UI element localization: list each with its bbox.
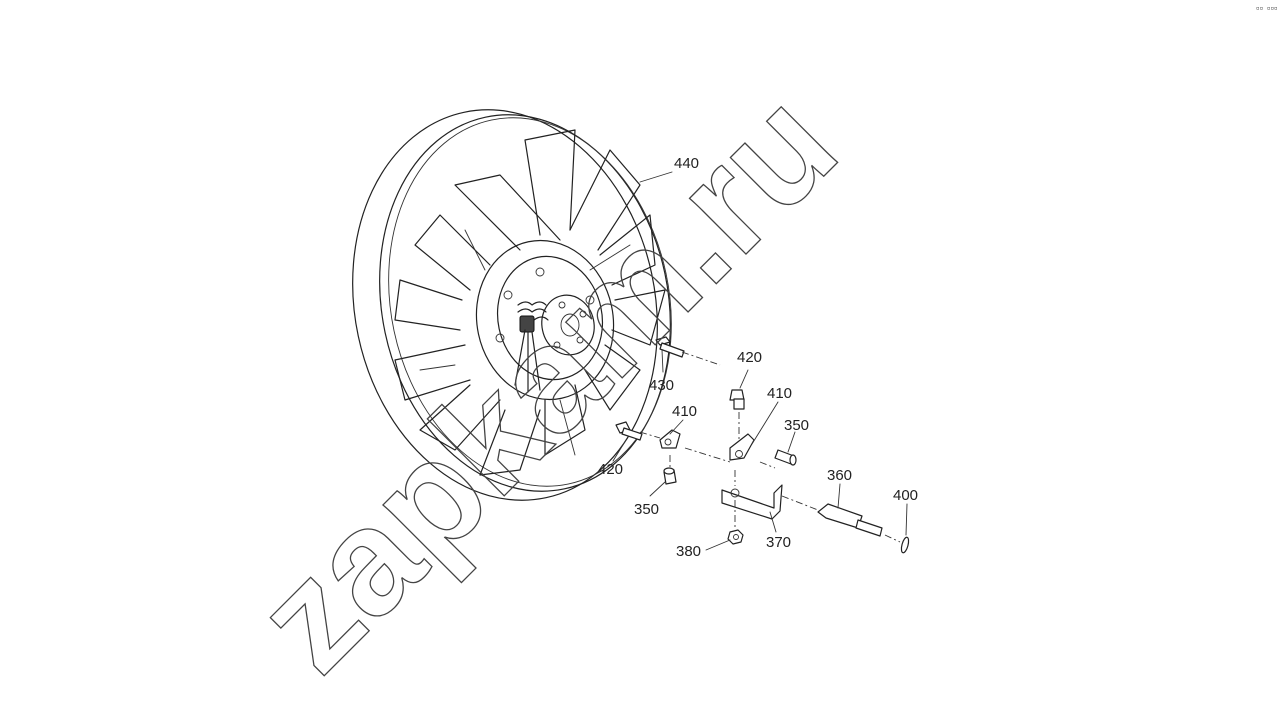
circlip-400	[900, 536, 910, 554]
watermark-text: zapkam.ru	[224, 59, 867, 702]
fan-hub	[475, 239, 615, 401]
spacer-350-right	[774, 449, 797, 466]
spacer-350-left	[663, 467, 677, 485]
callout-350-left: 350	[634, 501, 659, 518]
callout-420-left: 420	[598, 461, 623, 478]
callout-360: 360	[827, 467, 852, 484]
callout-350-right: 350	[784, 417, 809, 434]
nut-380	[727, 529, 744, 545]
callout-370: 370	[766, 534, 791, 551]
assembly-axis-lines	[639, 431, 901, 543]
callout-430: 430	[649, 377, 674, 394]
pin-360	[817, 503, 883, 537]
corner-mark: ▫▫ ▫▫▫	[1256, 5, 1278, 12]
leader-lines	[612, 171, 908, 551]
callout-400: 400	[893, 487, 918, 504]
bolt-430	[655, 336, 721, 366]
fan-blades	[394, 129, 666, 476]
callout-440: 440	[674, 155, 699, 172]
callout-labels: 440 430 420 420 410 410 350 350 360 370 …	[598, 155, 918, 560]
fan-shroud-ring	[352, 109, 672, 501]
callout-410-left: 410	[672, 403, 697, 420]
bolt-420-left	[615, 421, 643, 441]
callout-420-right: 420	[737, 349, 762, 366]
fan-assembly	[352, 109, 672, 501]
clip-410-right	[729, 433, 755, 461]
clip-410-left	[659, 429, 681, 449]
bracket-370	[721, 484, 783, 520]
callout-380: 380	[676, 543, 701, 560]
callout-410-right: 410	[767, 385, 792, 402]
bolt-420-right	[729, 389, 745, 445]
